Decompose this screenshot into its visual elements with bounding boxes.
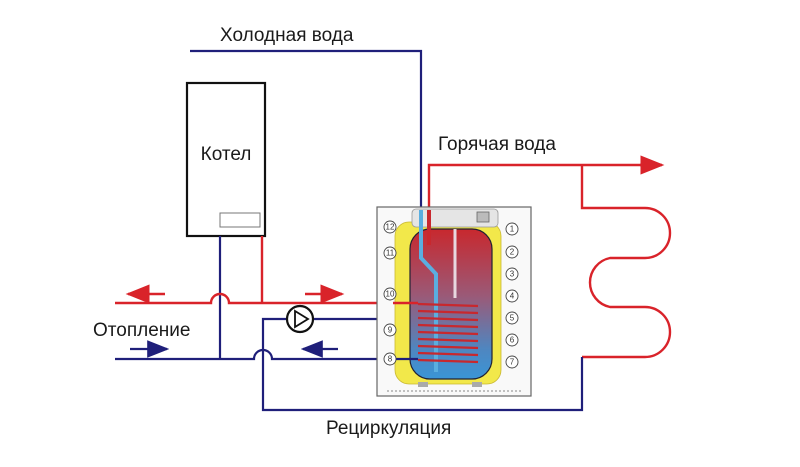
svg-text:10: 10 bbox=[386, 290, 395, 299]
pump-line bbox=[261, 317, 288, 372]
heat-exchanger-coil bbox=[417, 302, 479, 364]
callout-4: 4 bbox=[505, 289, 519, 303]
svg-text:12: 12 bbox=[386, 223, 395, 232]
heating-label: Отопление bbox=[93, 320, 190, 341]
svg-text:2: 2 bbox=[510, 248, 515, 257]
svg-text:7: 7 bbox=[510, 358, 515, 367]
callout-3: 3 bbox=[505, 267, 519, 281]
hot-water-label: Горячая вода bbox=[438, 134, 556, 155]
callouts-left: 12 11 10 9 8 bbox=[383, 220, 397, 366]
callout-8: 8 bbox=[383, 352, 397, 366]
thermostat-icon bbox=[476, 211, 490, 223]
boiler-unit bbox=[185, 81, 267, 238]
callout-5: 5 bbox=[505, 311, 519, 325]
svg-text:8: 8 bbox=[388, 355, 393, 364]
recirculation-label: Рециркуляция bbox=[326, 418, 451, 439]
tank-top-cover bbox=[411, 208, 499, 228]
svg-text:6: 6 bbox=[510, 336, 515, 345]
recirculation-line bbox=[261, 357, 584, 412]
callout-10: 10 bbox=[383, 287, 397, 301]
svg-text:3: 3 bbox=[510, 270, 515, 279]
circulation-pump-icon bbox=[285, 304, 315, 334]
tank-foot bbox=[418, 382, 428, 387]
callout-1: 1 bbox=[505, 222, 519, 236]
svg-text:9: 9 bbox=[388, 326, 393, 335]
heating-return-line bbox=[115, 348, 393, 361]
water-heater-tank bbox=[376, 206, 532, 397]
tank-foot bbox=[472, 382, 482, 387]
hot-water-line bbox=[427, 163, 655, 218]
callouts-right: 1 2 3 4 5 6 7 bbox=[505, 222, 519, 369]
svg-text:5: 5 bbox=[510, 314, 515, 323]
callout-11: 11 bbox=[383, 246, 397, 260]
callout-6: 6 bbox=[505, 333, 519, 347]
cold-water-supply-line bbox=[190, 49, 423, 218]
heating-supply-line bbox=[115, 292, 393, 305]
hot-water-loop bbox=[580, 165, 672, 359]
callout-2: 2 bbox=[505, 245, 519, 259]
cold-water-label: Холодная вода bbox=[220, 25, 354, 46]
boiler-label: Котел bbox=[201, 144, 252, 165]
callout-7: 7 bbox=[505, 355, 519, 369]
callout-12: 12 bbox=[383, 220, 397, 234]
svg-text:1: 1 bbox=[510, 225, 515, 234]
cold-inlet-tube bbox=[419, 210, 438, 372]
svg-text:4: 4 bbox=[510, 292, 515, 301]
callout-9: 9 bbox=[383, 323, 397, 337]
boiler-display bbox=[219, 212, 261, 228]
svg-text:11: 11 bbox=[386, 249, 395, 258]
